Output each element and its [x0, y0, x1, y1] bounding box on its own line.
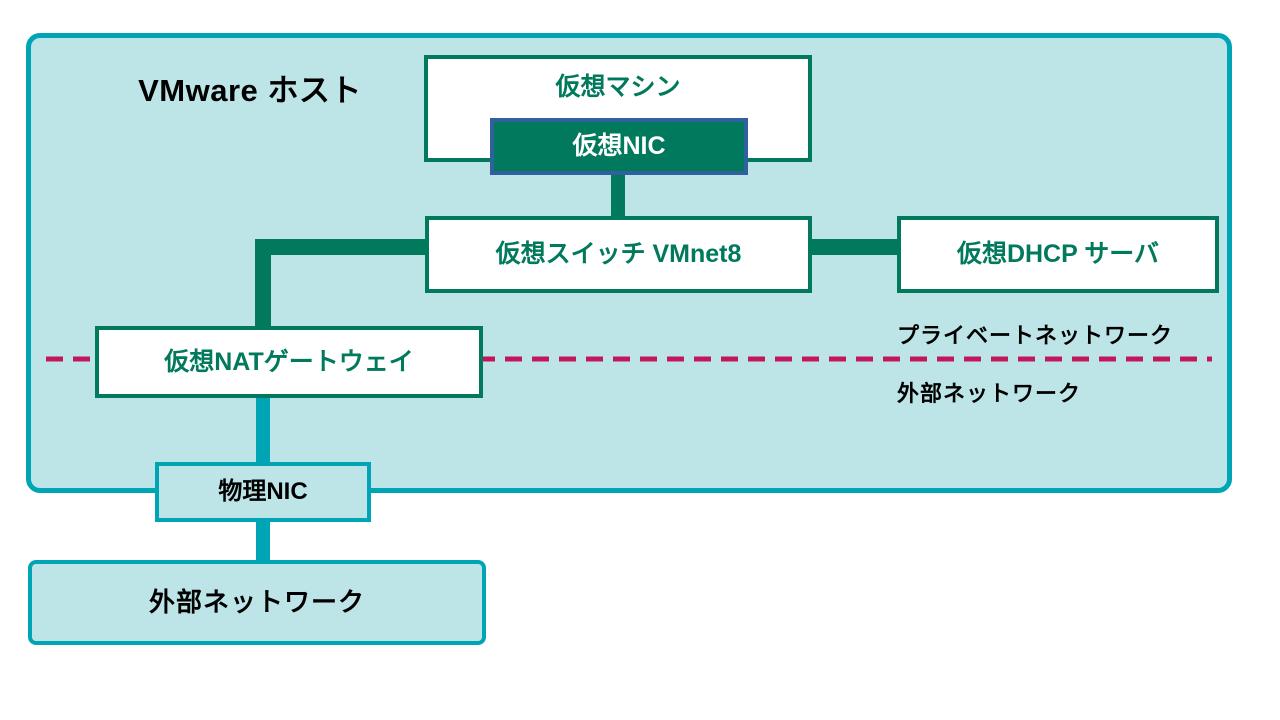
virtual-switch-box[interactable]: 仮想スイッチ VMnet8	[425, 216, 812, 293]
virtual-dhcp-server-label: 仮想DHCP サーバ	[956, 240, 1160, 269]
physical-nic-box[interactable]: 物理NIC	[155, 462, 371, 522]
virtual-nat-gateway-label: 仮想NATゲートウェイ	[164, 347, 414, 376]
virtual-dhcp-server-box[interactable]: 仮想DHCP サーバ	[897, 216, 1219, 293]
physical-nic-label: 物理NIC	[218, 478, 308, 506]
external-network-zone-label: 外部ネットワーク	[897, 381, 1082, 406]
virtual-nat-gateway-box[interactable]: 仮想NATゲートウェイ	[95, 326, 483, 398]
virtual-nic-label: 仮想NIC	[572, 132, 666, 161]
virtual-switch-label: 仮想スイッチ VMnet8	[495, 240, 742, 269]
virtual-machine-label: 仮想マシン	[555, 73, 681, 101]
vmware-host-title: VMware ホスト	[138, 72, 362, 108]
external-network-box[interactable]: 外部ネットワーク	[28, 560, 486, 645]
private-network-zone-label: プライベートネットワーク	[897, 323, 1174, 348]
external-network-label: 外部ネットワーク	[148, 586, 365, 617]
virtual-nic-box[interactable]: 仮想NIC	[490, 118, 748, 175]
link-vswitch-to-nat	[255, 239, 433, 336]
